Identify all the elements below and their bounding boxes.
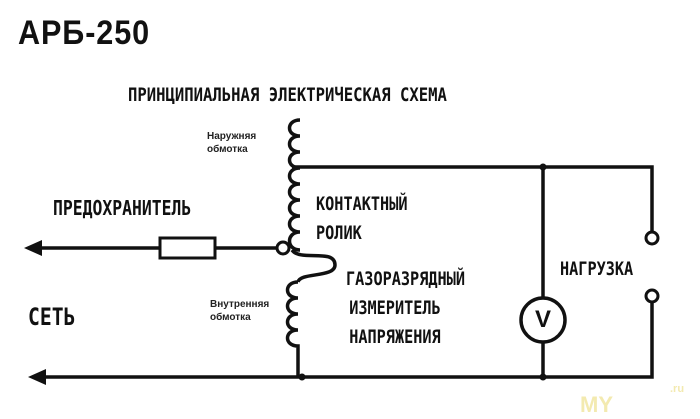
top-wire (292, 165, 654, 232)
subtitle: ПРИНЦИПИАЛЬНАЯ ЭЛЕКТРИЧЕСКАЯ СХЕМА (128, 84, 447, 106)
watermark: MY (580, 392, 613, 417)
voltmeter-symbol: V (535, 306, 552, 333)
fuse (158, 236, 217, 260)
junction-dot (539, 163, 547, 171)
bottom-wire (38, 302, 654, 379)
load-label: НАГРУЗКА (560, 258, 634, 280)
title: АРБ-250 (18, 14, 151, 52)
arrow-neutral (28, 369, 46, 385)
watermark-suffix: .ru (670, 383, 685, 395)
contact-roller (275, 240, 291, 256)
load-terminal-top (644, 230, 660, 246)
winding-loop (290, 248, 337, 283)
outer-winding (287, 118, 301, 252)
load-terminal-bottom (644, 288, 660, 304)
junction-dot (298, 373, 306, 381)
voltmeter-circle (519, 296, 567, 344)
arrow-live (24, 240, 42, 256)
mains-label: СЕТЬ (28, 303, 76, 331)
fuse-label: ПРЕДОХРАНИТЕЛЬ (53, 196, 192, 220)
inner-winding (285, 280, 300, 377)
junction-dot (539, 373, 547, 381)
